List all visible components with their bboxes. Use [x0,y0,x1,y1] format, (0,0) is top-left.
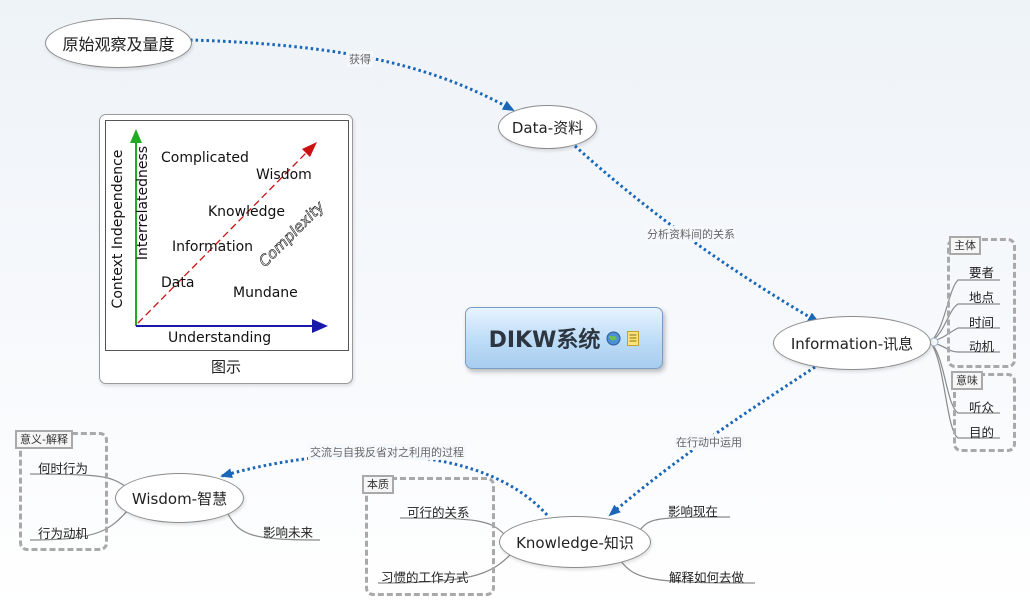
leaf-info-subject-1[interactable]: 地点 [969,290,995,305]
figure-x-axis: Understanding [168,330,272,346]
leaf-info-subject-2[interactable]: 时间 [969,315,995,330]
edge-label-obtain: 获得 [347,51,373,67]
figure-stage-information: Information [172,239,254,255]
central-topic[interactable]: DIKW系统 [465,307,663,369]
figure-corner-top: Complicated [161,150,249,166]
group-label-meaning[interactable]: 意味 [951,371,983,390]
group-label-subject[interactable]: 主体 [949,236,981,255]
y-axis-arrow [130,129,142,143]
group-label-interpretation[interactable]: 意义-解释 [15,430,73,449]
connector-observation-data [189,38,515,112]
figure-image: Context Independence Interrelatedness Un… [105,120,349,351]
connector-knowledge-wisdom [220,453,549,517]
edge-label-analyze: 分析资料间的关系 [645,226,737,242]
figure-stage-data: Data [161,275,195,291]
figure-y-axis-outer: Context Independence [110,149,126,309]
leaf-wisdom-extra-0[interactable]: 影响未来 [263,525,314,540]
figure-stage-wisdom: Wisdom [256,167,312,183]
node-data[interactable]: Data-资料 [498,105,597,149]
diagonal-arrow [302,142,317,157]
node-observation[interactable]: 原始观察及量度 [45,18,192,68]
node-knowledge[interactable]: Knowledge-知识 [499,516,651,568]
collapse-dot [929,337,939,347]
globe-icon[interactable] [606,331,621,346]
central-topic-title: DIKW系统 [488,328,601,353]
edge-label-reflect: 交流与自我反省对之利用的过程 [308,444,466,460]
group-box-meaning [953,373,1016,452]
node-wisdom[interactable]: Wisdom-智慧 [115,473,244,523]
figure-panel[interactable]: Context Independence Interrelatedness Un… [99,114,353,384]
leaf-info-subject-3[interactable]: 动机 [969,339,995,354]
leaf-info-meaning-0[interactable]: 听众 [969,400,995,415]
edge-label-apply: 在行动中运用 [674,434,744,450]
leaf-knowledge-extra-0[interactable]: 影响现在 [668,504,719,519]
leaf-knowledge-extra-1[interactable]: 解释如何去做 [669,570,745,585]
leaf-knowledge-essence-0[interactable]: 可行的关系 [407,505,470,520]
x-axis-arrow [312,319,328,333]
leaf-info-meaning-1[interactable]: 目的 [969,425,995,440]
figure-y-axis-inner: Interrelatedness [135,145,151,261]
figure-caption: 图示 [210,358,241,376]
knowledge-branches [377,516,756,584]
group-box-subject [947,238,1016,368]
leaf-wisdom-0[interactable]: 何时行为 [38,461,89,476]
group-label-essence[interactable]: 本质 [362,475,394,494]
figure-stage-knowledge: Knowledge [208,204,285,220]
figure-corner-bottom: Mundane [233,285,298,301]
node-information[interactable]: Information-讯息 [773,316,931,370]
leaf-knowledge-essence-1[interactable]: 习惯的工作方式 [381,570,469,585]
leaf-info-subject-0[interactable]: 要者 [969,265,995,280]
note-icon[interactable] [627,330,640,346]
wisdom-branches [29,473,321,541]
connector-data-information [573,144,820,324]
leaf-wisdom-1[interactable]: 行为动机 [38,526,89,541]
group-box-essence [365,477,495,596]
figure-axes [130,129,328,333]
